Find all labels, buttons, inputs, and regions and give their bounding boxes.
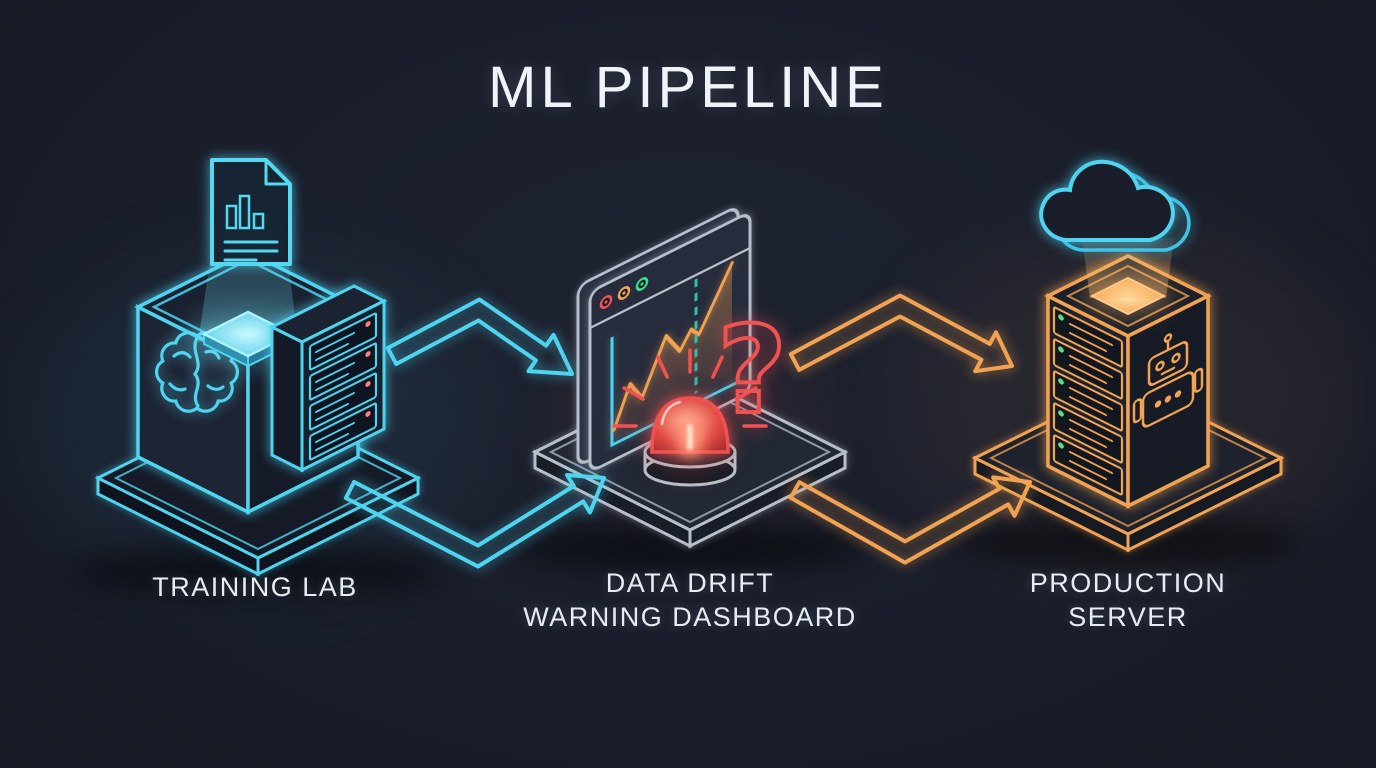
- document-icon: [210, 158, 292, 266]
- label-line: SERVER: [1068, 602, 1188, 632]
- arrow-dashboard-to-prod-top: [788, 293, 1014, 374]
- label-line: WARNING DASHBOARD: [523, 602, 857, 632]
- robot-icon: [1132, 333, 1204, 428]
- rack-led-lights: [365, 321, 371, 417]
- arrow-train-to-dashboard-bottom: [343, 473, 606, 569]
- node-label-data-drift-warning-dashboard: DATA DRIFT WARNING DASHBOARD: [490, 566, 890, 634]
- label-line: PRODUCTION: [1029, 568, 1227, 598]
- label-line: TRAINING LAB: [152, 572, 358, 602]
- siren-rays: [612, 348, 768, 428]
- cloud-icon: [1039, 159, 1191, 252]
- server-rack-icon: [268, 284, 388, 473]
- label-line: DATA DRIFT: [605, 568, 775, 598]
- document-bar-chart-icon: [225, 194, 265, 230]
- node-label-production-server: PRODUCTION SERVER: [978, 566, 1278, 634]
- node-production-server: [971, 159, 1285, 553]
- deploy-beam: [1082, 238, 1174, 298]
- server-tower-icon: [1044, 254, 1212, 509]
- rack-led-lights: [1058, 314, 1064, 449]
- window-traffic-lights: [599, 277, 649, 309]
- node-label-training-lab: TRAINING LAB: [105, 570, 405, 604]
- alert-siren-icon: [612, 348, 768, 487]
- arrow-train-to-dashboard-top: [385, 297, 574, 376]
- question-mark-icon: ?: [717, 302, 787, 441]
- node-data-drift-warning-dashboard: ?: [531, 208, 849, 549]
- node-training-lab: [94, 158, 422, 577]
- flow-arrows: [343, 293, 1032, 569]
- glowing-pad: [186, 310, 310, 368]
- line-chart-icon: [612, 261, 734, 432]
- arrow-dashboard-to-prod-bottom: [788, 475, 1032, 565]
- page-title: ML PIPELINE: [488, 55, 888, 120]
